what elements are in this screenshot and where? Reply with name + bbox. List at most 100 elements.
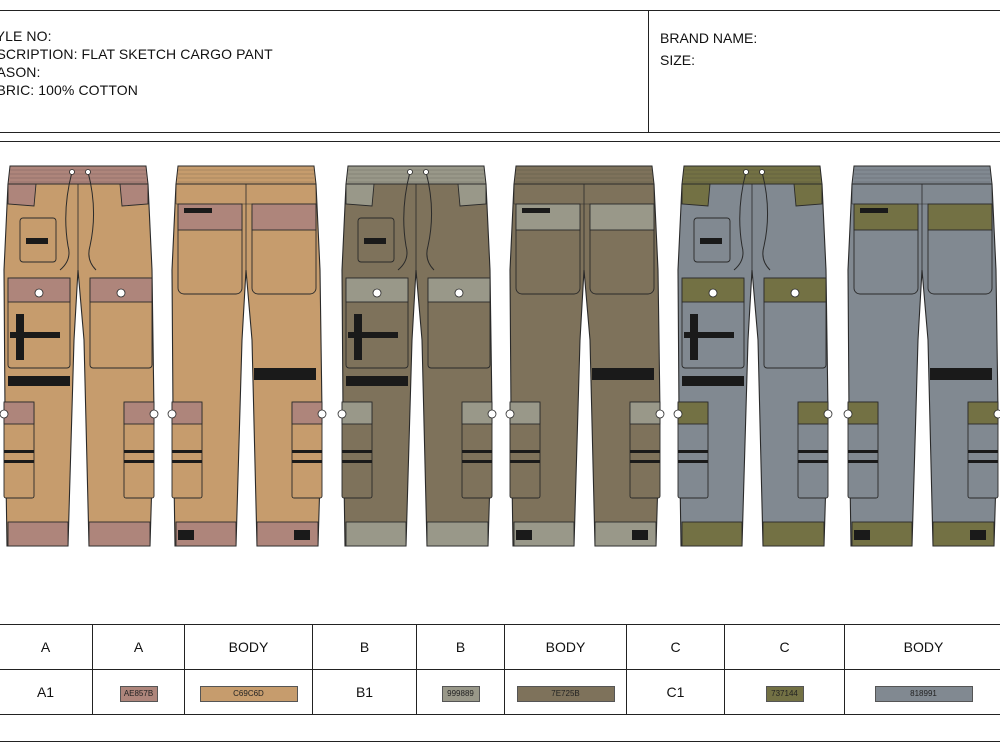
header-cell: A — [92, 624, 185, 670]
grommet — [407, 169, 413, 175]
calf-strap — [848, 450, 878, 453]
colorway-code: B1 — [312, 669, 417, 715]
color-swatch: 818991 — [874, 685, 973, 702]
calf-flap — [847, 401, 879, 425]
calf-strap — [342, 460, 372, 463]
ankle-cuff — [426, 521, 489, 547]
drawstring-right — [761, 171, 771, 271]
colorway-code: C1 — [626, 669, 725, 715]
header-cell: B — [416, 624, 505, 670]
utility-strap — [348, 332, 398, 338]
cuff-tab — [632, 530, 648, 540]
snap-button — [655, 409, 665, 419]
color-swatch: AE857B — [119, 685, 158, 702]
knee-band — [930, 368, 992, 380]
color-swatch: 7E725B — [516, 685, 615, 702]
calf-strap — [510, 460, 540, 463]
grommet — [85, 169, 91, 175]
swatch-cell: AE857B — [92, 669, 185, 715]
ankle-cuff — [762, 521, 825, 547]
front-yoke-left — [681, 183, 711, 207]
calf-flap — [341, 401, 373, 425]
waistband — [175, 165, 317, 185]
calf-strap — [172, 450, 202, 453]
header-cell: A — [0, 624, 93, 670]
ankle-cuff — [513, 521, 575, 547]
knee-band — [682, 376, 744, 386]
back-pant-sketch — [843, 165, 1000, 547]
flat-sketch-area — [0, 165, 1000, 547]
calf-strap — [342, 450, 372, 453]
cuff-tab — [854, 530, 870, 540]
calf-strap — [848, 460, 878, 463]
swatch-cell: 737144 — [724, 669, 845, 715]
calf-flap — [171, 401, 203, 425]
calf-strap — [968, 460, 998, 463]
pocket-tag — [700, 238, 722, 244]
snap-button — [505, 409, 515, 419]
colorway-value-row: A1 AE857B C69C6D B1 999889 7E725B C1 737… — [0, 669, 1000, 715]
colorway-header-row: A A BODY B B BODY C C BODY — [0, 624, 1000, 670]
back-flap — [251, 203, 317, 231]
calf-flap — [291, 401, 323, 425]
grommet — [69, 169, 75, 175]
snap-button — [34, 288, 44, 298]
season-label: EASON: — [0, 64, 41, 80]
drawstring-right — [87, 171, 97, 271]
back-flap — [589, 203, 655, 231]
calf-strap — [124, 460, 154, 463]
calf-strap — [172, 460, 202, 463]
snap-button — [0, 409, 9, 419]
calf-strap — [510, 450, 540, 453]
colorway-code: A1 — [0, 669, 93, 715]
calf-strap — [630, 450, 660, 453]
calf-flap — [677, 401, 709, 425]
header-cell: C — [626, 624, 725, 670]
front-yoke-left — [345, 183, 375, 207]
cuff-tab — [516, 530, 532, 540]
header-cell: BODY — [504, 624, 627, 670]
front-yoke-right — [119, 183, 149, 207]
calf-strap — [292, 460, 322, 463]
swatch-cell: 818991 — [844, 669, 1000, 715]
back-flap — [853, 203, 919, 231]
waistband — [513, 165, 655, 185]
snap-button — [673, 409, 683, 419]
size-label: SIZE: — [660, 52, 696, 68]
snap-button — [843, 409, 853, 419]
calf-strap — [798, 450, 828, 453]
snap-button — [993, 409, 1000, 419]
calf-strap — [798, 460, 828, 463]
snap-button — [487, 409, 497, 419]
colorway-table: A A BODY B B BODY C C BODY A1 AE857B C69… — [0, 624, 1000, 715]
snap-button — [790, 288, 800, 298]
snap-button — [317, 409, 327, 419]
grommet — [743, 169, 749, 175]
back-tag — [860, 208, 888, 213]
header-cell: BODY — [844, 624, 1000, 670]
cuff-tab — [178, 530, 194, 540]
color-swatch: 999889 — [441, 685, 480, 702]
knee-band — [592, 368, 654, 380]
waistband — [851, 165, 993, 185]
calf-strap — [462, 460, 492, 463]
waistband — [7, 165, 149, 185]
calf-strap — [678, 450, 708, 453]
snap-button — [708, 288, 718, 298]
back-tag — [184, 208, 212, 213]
cuff-tab — [970, 530, 986, 540]
color-swatch: 737144 — [765, 685, 804, 702]
utility-strap — [684, 332, 734, 338]
drawstring-left — [59, 171, 73, 271]
header-cell: BODY — [184, 624, 313, 670]
header-cell: B — [312, 624, 417, 670]
snap-button — [167, 409, 177, 419]
back-pant-sketch — [167, 165, 327, 547]
calf-strap — [292, 450, 322, 453]
snap-button — [823, 409, 833, 419]
brand-fields: BRAND NAME: SIZE: — [660, 27, 757, 71]
calf-flap — [509, 401, 541, 425]
snap-button — [337, 409, 347, 419]
section-divider — [0, 141, 1000, 142]
style-no-label: TYLE NO: — [0, 28, 52, 44]
